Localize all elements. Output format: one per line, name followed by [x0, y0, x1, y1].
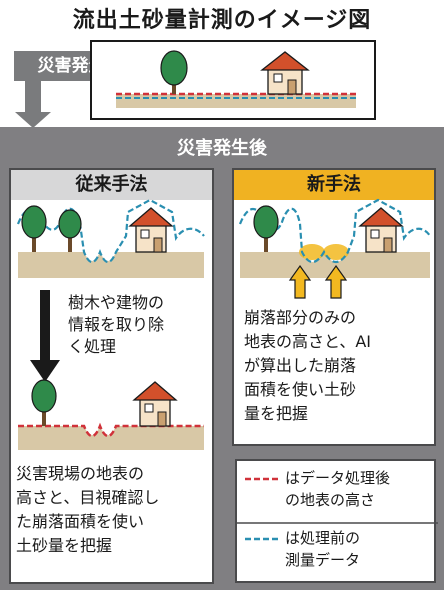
new-method-header: 新手法 — [234, 170, 434, 200]
legend-blue-line: は処理前の — [285, 529, 361, 547]
legend-blue-text: は処理前の 測量データ — [285, 527, 435, 571]
legend-blue-line: 測量データ — [285, 551, 361, 569]
legend-red-text: はデータ処理後 の地表の高さ — [285, 467, 435, 511]
page-title: 流出土砂量計測のイメージ図 — [72, 8, 372, 33]
after-label: 災害発生後 — [177, 138, 267, 159]
legend-red-line: はデータ処理後 — [285, 469, 391, 487]
conventional-desc-line: 土砂量を把握 — [16, 536, 113, 555]
new-desc-line: 地表の高さと、AI — [244, 332, 372, 351]
conventional-step-line: 樹木や建物の — [68, 293, 165, 312]
conventional-step-text: 樹木や建物の 情報を取り除 く処理 — [68, 292, 210, 358]
house-icon — [260, 51, 310, 95]
conventional-method-header: 従来手法 — [11, 170, 212, 200]
legend: はデータ処理後 の地表の高さ は処理前の 測量データ — [235, 459, 438, 583]
new-desc-line: 崩落部分のみの — [244, 308, 357, 327]
conventional-description: 災害現場の地表の 高さと、目視確認し た崩落面積を使い 土砂量を把握 — [16, 462, 212, 558]
conventional-desc-line: 災害現場の地表の — [16, 464, 145, 483]
legend-red-line: の地表の高さ — [285, 491, 376, 509]
conventional-desc-line: 高さと、目視確認し — [16, 488, 160, 507]
new-desc-line: 量を把握 — [244, 404, 309, 423]
before-scene — [116, 50, 356, 108]
tree-icon — [160, 50, 188, 94]
before-ground — [116, 94, 356, 108]
conventional-desc-line: た崩落面積を使い — [16, 512, 145, 531]
before-scene-panel — [90, 40, 376, 120]
new-method-description: 崩落部分のみの 地表の高さと、AI が算出した崩落 面積を使い土砂 量を把握 — [244, 306, 432, 426]
conventional-step-line: 情報を取り除 — [68, 315, 165, 334]
before-down-arrow-icon — [15, 81, 51, 128]
new-desc-line: が算出した崩落 — [244, 356, 357, 375]
legend-swatches — [237, 477, 438, 541]
new-desc-line: 面積を使い土砂 — [244, 380, 357, 399]
conventional-step-line: く処理 — [68, 337, 117, 356]
